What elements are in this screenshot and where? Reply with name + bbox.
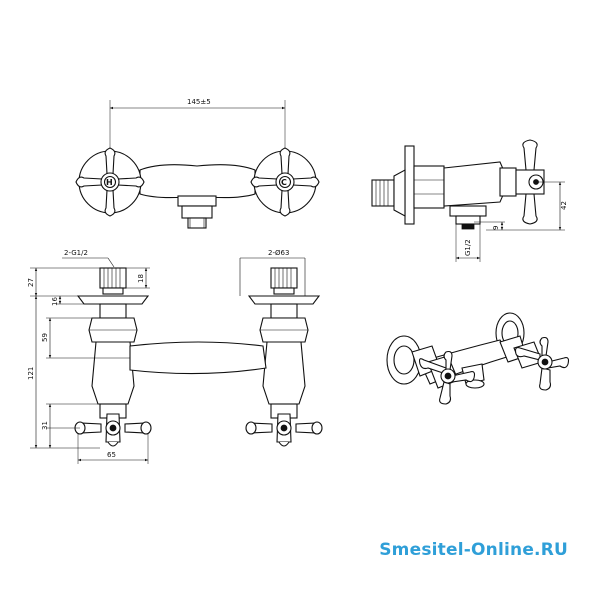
- top-view: 145±5 H C: [75, 98, 320, 229]
- svg-text:C: C: [281, 178, 287, 187]
- dim-27-label: 27: [27, 278, 35, 287]
- right-cross-handle-front: [245, 413, 323, 447]
- dim-height-label: 42: [560, 201, 568, 210]
- iso-right-cross-handle: [514, 336, 570, 391]
- dim-31-label: 31: [41, 421, 49, 430]
- front-view: 2-G1/2 2-Ø63: [27, 249, 323, 464]
- label-thread: 2-G1/2: [64, 249, 88, 257]
- left-cross-handle-front: [74, 413, 152, 447]
- side-view: 42 9 G1/2: [371, 139, 568, 262]
- dim-18-label: 18: [137, 274, 145, 283]
- dim-59-label: 59: [41, 333, 49, 342]
- dim-16-label: 16: [51, 297, 59, 306]
- dim-center-label: 145±5: [187, 98, 211, 106]
- isometric-view: [386, 312, 570, 405]
- dim-small-label: 9: [492, 226, 500, 230]
- iso-left-cross-handle: [418, 350, 476, 405]
- svg-text:H: H: [106, 178, 113, 187]
- watermark-logo: Smesitel-Online.RU: [379, 540, 568, 560]
- dim-thread-label: G1/2: [464, 239, 472, 256]
- dim-121-label: 121: [27, 367, 35, 380]
- dim-65-label: 65: [107, 451, 116, 459]
- label-flange: 2-Ø63: [268, 249, 289, 257]
